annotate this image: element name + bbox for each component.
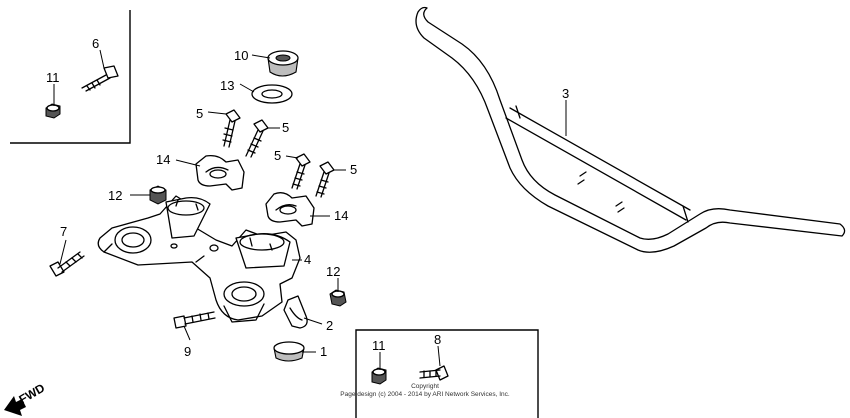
part-number-5d: 5: [350, 162, 357, 177]
upper-holder-left: [195, 154, 245, 191]
nut-11-lower: [371, 367, 387, 385]
cap-nut: [267, 50, 299, 77]
fwd-arrow: FWD: [4, 381, 47, 416]
part-number-1: 1: [320, 344, 327, 359]
bolt-5a: [222, 109, 241, 148]
bolt-5d: [315, 161, 335, 198]
bolt-8: [419, 365, 449, 381]
nut-12-upper: [149, 185, 167, 205]
part-number-5b: 5: [282, 120, 289, 135]
bolt-7: [49, 251, 85, 277]
washer: [251, 84, 293, 104]
clip-2: [283, 295, 308, 329]
nut-12-right: [329, 289, 347, 307]
part-number-12b: 12: [326, 264, 340, 279]
part-number-3: 3: [562, 86, 569, 101]
handlebar: [415, 6, 846, 253]
fwd-label: FWD: [17, 381, 48, 407]
inset-frame-left: [10, 10, 131, 144]
part-number-14b: 14: [334, 208, 348, 223]
handlebar-holder: [97, 195, 301, 323]
bolt-6: [81, 65, 119, 92]
upper-holder-right: [265, 192, 315, 227]
part-number-9: 9: [184, 344, 191, 359]
part-number-8: 8: [434, 332, 441, 347]
part-number-4: 4: [304, 252, 311, 267]
part-number-5a: 5: [196, 106, 203, 121]
copyright-line-2: Page design (c) 2004 - 2014 by ARI Netwo…: [340, 391, 510, 398]
copyright-line-1: Copyright: [411, 383, 439, 390]
part-number-11a: 11: [46, 70, 60, 85]
part-number-10: 10: [234, 48, 248, 63]
bolt-5c: [291, 153, 311, 190]
part-number-5c: 5: [274, 148, 281, 163]
part-number-11b: 11: [372, 338, 386, 353]
cap-1: [273, 341, 305, 362]
part-number-7: 7: [60, 224, 67, 239]
leader-lines: [53, 49, 567, 370]
part-number-13: 13: [220, 78, 234, 93]
inset-frame-bottom: [355, 329, 539, 418]
nut-11-upper: [45, 103, 61, 119]
part-number-6: 6: [92, 36, 99, 51]
bolt-5b: [245, 119, 269, 158]
part-number-12a: 12: [108, 188, 122, 203]
part-number-2: 2: [326, 318, 333, 333]
part-number-14a: 14: [156, 152, 170, 167]
bolt-9: [173, 311, 216, 329]
